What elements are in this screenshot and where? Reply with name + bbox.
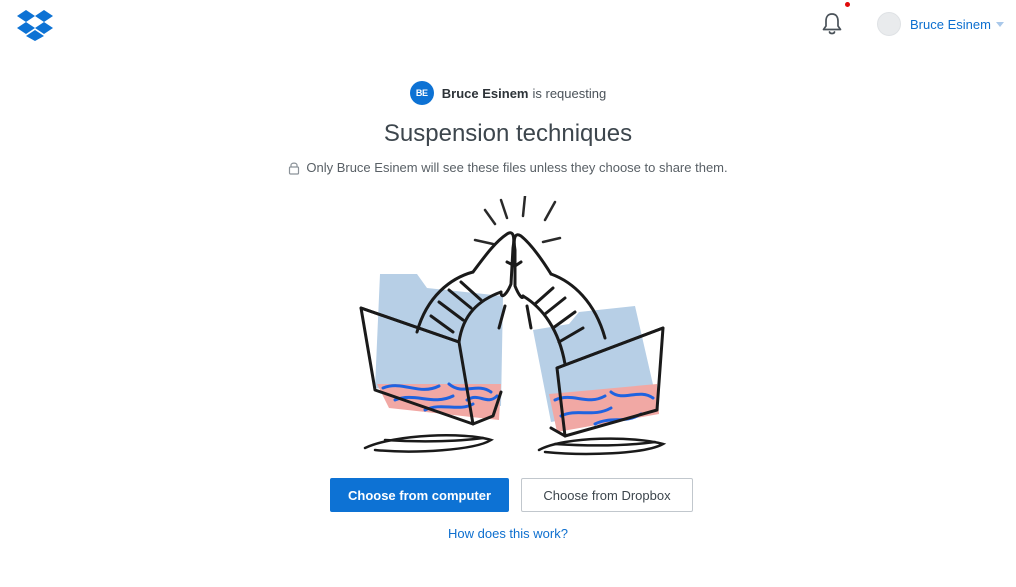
choose-from-computer-button[interactable]: Choose from computer	[330, 478, 509, 512]
account-name: Bruce Esinem	[910, 16, 991, 32]
help-link-text[interactable]: How does this work?	[448, 526, 568, 541]
notification-dot	[845, 2, 850, 7]
requester-avatar: BE	[409, 81, 434, 105]
choose-from-dropbox-button[interactable]: Choose from Dropbox	[521, 478, 693, 512]
privacy-text: Only Bruce Esinem will see these files u…	[306, 160, 728, 175]
account-menu[interactable]: Bruce Esinem	[877, 12, 1004, 36]
bell-icon[interactable]	[821, 12, 843, 36]
requester-name: Bruce Esinem	[441, 85, 529, 101]
lock-icon	[289, 162, 300, 175]
requester-line: BE Bruce Esinem is requesting	[0, 81, 1016, 105]
high-five-folders-illustration	[359, 196, 667, 456]
avatar	[877, 12, 901, 36]
privacy-note: Only Bruce Esinem will see these files u…	[0, 160, 1016, 175]
requesting-text: is requesting	[532, 85, 607, 101]
how-does-this-work-link[interactable]: How does this work?	[0, 526, 1016, 541]
dropbox-logo-icon[interactable]	[16, 10, 54, 42]
caret-down-icon	[995, 21, 1004, 27]
page-title: Suspension techniques	[383, 120, 633, 147]
